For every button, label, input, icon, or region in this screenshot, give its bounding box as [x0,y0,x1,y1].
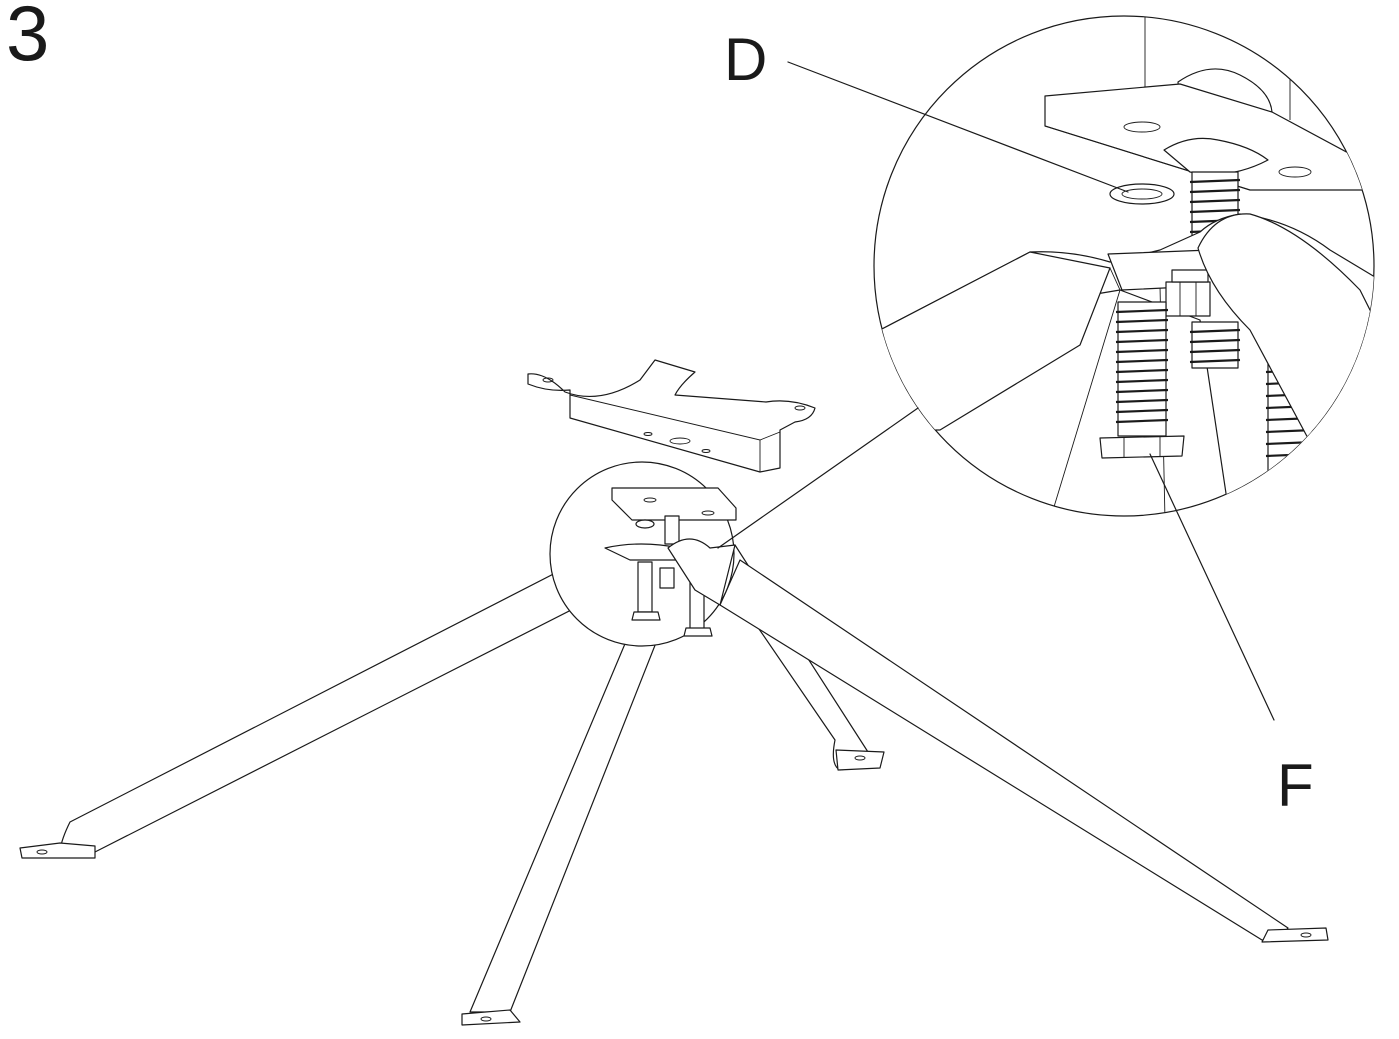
base-legs [19,544,1329,1026]
leg-right [719,559,1329,943]
leg-left [19,544,641,859]
callout-label-d: D [724,26,768,93]
leader-line-d [787,61,1129,193]
callout-label-f: F [1277,752,1314,819]
top-bracket [527,359,816,473]
leader-lines [717,61,1275,721]
leg-front [461,619,666,1026]
leader-line-f [1149,453,1275,721]
step-number: 3 [6,0,50,77]
zoom-connector-line [717,407,919,549]
zoom-detail [873,15,1375,517]
hub-detail [549,461,737,647]
